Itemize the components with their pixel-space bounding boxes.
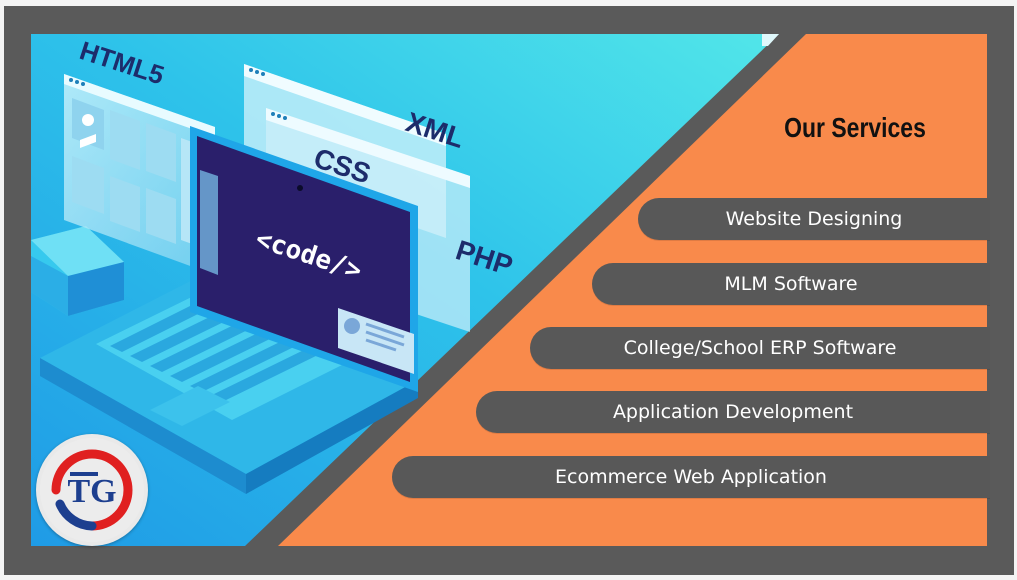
device-block (31, 226, 124, 316)
service-erp-software[interactable]: College/School ERP Software (530, 327, 990, 369)
service-label: Website Designing (725, 208, 903, 230)
tg-logo: TG (36, 434, 148, 546)
service-website-designing[interactable]: Website Designing (638, 198, 990, 240)
service-label: MLM Software (724, 273, 858, 295)
service-application-development[interactable]: Application Development (476, 391, 990, 433)
service-label: College/School ERP Software (623, 337, 897, 359)
service-ecommerce-web-application[interactable]: Ecommerce Web Application (392, 456, 990, 498)
services-title: Our Services (784, 112, 926, 143)
service-label: Application Development (612, 401, 854, 423)
logo-text: TG (67, 473, 116, 510)
service-mlm-software[interactable]: MLM Software (592, 263, 990, 305)
diagonal-accent (762, 34, 779, 46)
tg-logo-icon: TG (40, 438, 144, 542)
laptop-illustration (40, 126, 418, 494)
service-label: Ecommerce Web Application (555, 466, 827, 488)
ui-panel-html (64, 74, 215, 275)
